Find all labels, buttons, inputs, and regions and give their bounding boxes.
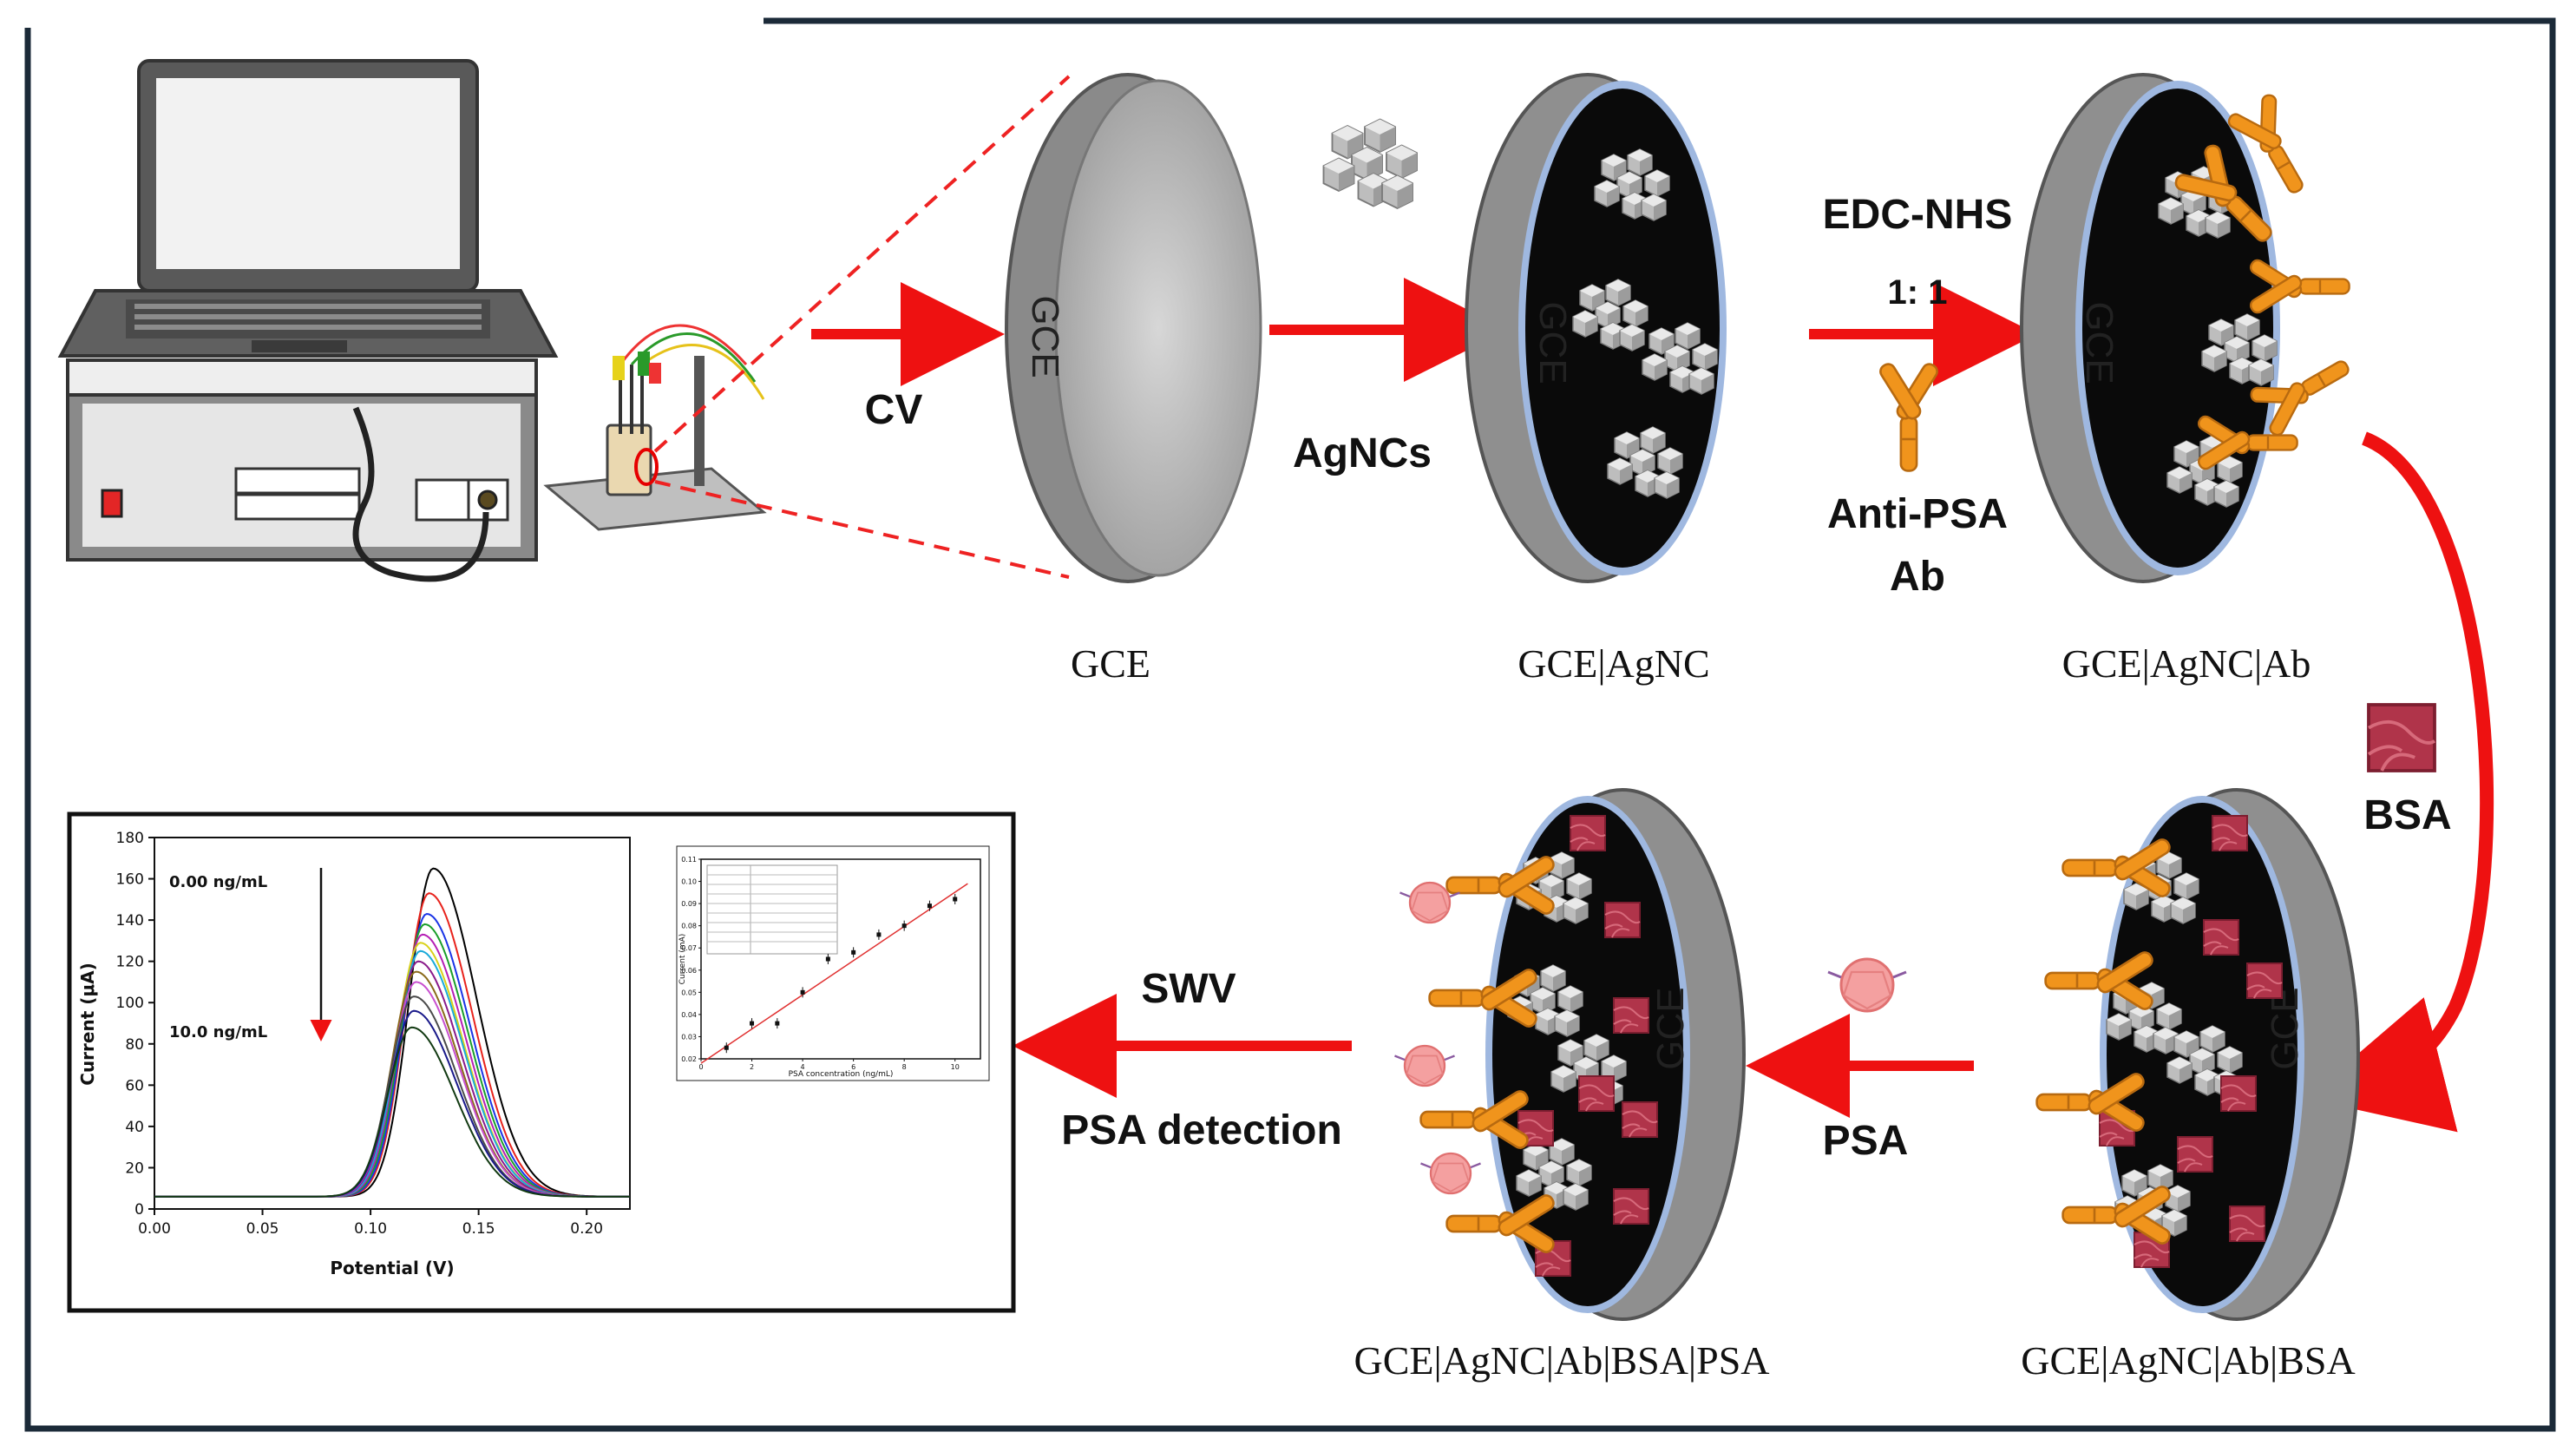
step-label-agncs: AgNCs	[1293, 430, 1432, 476]
electrode-gce-agnc-ab-bsa: GCE	[2035, 788, 2360, 1321]
caption-gce-agnc-ab-bsa: GCE|AgNC|Ab|BSA	[2021, 1338, 2355, 1383]
inset-xlabel: PSA concentration (ng/mL)	[789, 1070, 894, 1079]
main-ytick-label: 80	[125, 1036, 144, 1054]
inset-xtick-label: 0	[698, 1063, 703, 1071]
main-ytick-label: 40	[125, 1119, 144, 1136]
main-xtick-label: 0.10	[354, 1220, 387, 1238]
inset-ytick-label: 0.11	[681, 856, 697, 864]
inset-data-point-8	[901, 923, 907, 929]
inset-xtick-label: 4	[801, 1063, 805, 1071]
main-plot-area	[154, 837, 631, 1210]
main-xtick-label: 0.15	[462, 1220, 495, 1238]
zoom-line-top	[653, 75, 1071, 453]
main-ytick-label: 100	[116, 995, 144, 1012]
inset-data-point-9	[927, 903, 932, 909]
caption-gce-agnc-ab-bsa-psa: GCE|AgNC|Ab|BSA|PSA	[1354, 1338, 1769, 1383]
main-ylabel: Current (μA)	[77, 963, 98, 1085]
step-label-edc-nhs: EDC-NHS	[1823, 192, 2013, 238]
caption-gce: GCE	[1071, 641, 1150, 686]
main-ytick-label: 140	[116, 912, 144, 930]
main-ytick-label: 180	[116, 830, 144, 847]
main-ytick-label: 0	[134, 1201, 144, 1219]
electrode-face-text: GCE	[2264, 987, 2306, 1069]
inset-stats-table	[706, 864, 838, 955]
electrode-face-text: GCE	[1649, 987, 1692, 1069]
inset-ytick-label: 0.07	[681, 944, 697, 952]
inset-data-point-7	[876, 932, 882, 937]
bsa-protein-icon	[2367, 703, 2436, 772]
frame-gap	[17, 9, 764, 28]
electrode-gce: GCE	[1005, 73, 1262, 583]
antibody-y-icon	[1877, 360, 1941, 472]
main-xtick-label: 0.00	[138, 1220, 171, 1238]
electrode-face-text: GCE	[2078, 301, 2120, 384]
inset-ylabel: Current (mA)	[678, 934, 687, 985]
inset-data-point-5	[825, 956, 830, 962]
psa-antigen-icon	[1826, 957, 1908, 1013]
inset-data-point-4	[800, 989, 805, 995]
electrode-gce-agnc: GCE	[1465, 73, 1727, 583]
step-label-ratio: 1: 1	[1888, 273, 1948, 312]
inset-data-point-2	[750, 1021, 755, 1026]
inset-fit-line	[700, 883, 968, 1064]
annotation-high: 0.00 ng/mL	[169, 873, 267, 891]
swv-voltammogram-chart: 0 20 40 60 80 100 120 140 160 180 0.00 0.05 0.10 0.1…	[77, 830, 631, 1278]
inset-xtick-label: 8	[902, 1063, 907, 1071]
inset-data-point-10	[953, 897, 958, 902]
inset-data-point-1	[724, 1045, 729, 1050]
main-xtick-label: 0.20	[570, 1220, 603, 1238]
laptop-workstation-icon	[57, 59, 559, 358]
step-label-anti-psa: Anti-PSA	[1827, 491, 2008, 537]
inset-xtick-label: 10	[951, 1063, 960, 1071]
caption-gce-agnc: GCE|AgNC	[1517, 641, 1709, 686]
electrode-face-text: GCE	[1531, 301, 1574, 384]
annotation-low: 10.0 ng/mL	[169, 1023, 267, 1041]
inset-ytick-label: 0.02	[681, 1055, 697, 1063]
inset-data-point-3	[775, 1021, 780, 1026]
inset-ytick-label: 0.09	[681, 900, 697, 908]
inset-ytick-label: 0.05	[681, 989, 697, 996]
electrode-gce-agnc-ab-bsa-psa: GCE	[1393, 788, 1746, 1321]
step-label-ab: Ab	[1890, 554, 1945, 600]
outer-frame	[24, 17, 2556, 1432]
swv-curve-13	[154, 1026, 630, 1198]
inset-data-point-6	[851, 949, 856, 955]
step-label-swv: SWV	[1141, 966, 1236, 1012]
inset-ytick-label: 0.08	[681, 923, 697, 930]
electrochemical-cell-icon	[543, 324, 767, 531]
inset-ytick-label: 0.04	[681, 1011, 697, 1019]
inset-ytick-label: 0.03	[681, 1033, 697, 1041]
main-xtick-label: 0.05	[246, 1220, 279, 1238]
silver-nanocube-cluster-icon	[1324, 120, 1418, 209]
main-ytick-label: 160	[116, 871, 144, 889]
potentiostat-icon	[66, 358, 538, 562]
cable	[352, 406, 489, 582]
inset-ytick-label: 0.06	[681, 967, 697, 975]
step-label-cv: CV	[865, 387, 923, 433]
main-ytick-label: 20	[125, 1160, 144, 1177]
electrode-gce-agnc-ab: GCE	[2020, 73, 2363, 583]
inset-xtick-label: 2	[750, 1063, 754, 1071]
main-xlabel: Potential (V)	[330, 1258, 454, 1278]
inset-ytick-label: 0.10	[681, 878, 697, 886]
main-ytick-label: 120	[116, 954, 144, 971]
step-label-psa: PSA	[1823, 1118, 1909, 1164]
calibration-inset-chart: 0.02 0.03 0.04 0.05 0.06 0.07 0.08 0.09 0.10 0.11…	[676, 845, 990, 1081]
arrow-bsa-curve	[2305, 431, 2494, 1133]
electrode-face-text: GCE	[1024, 295, 1066, 378]
caption-gce-agnc-ab: GCE|AgNC|Ab	[2062, 641, 2311, 686]
inset-xtick-label: 6	[851, 1063, 855, 1071]
zoom-line-bottom	[654, 480, 1070, 579]
step-label-psa-detection: PSA detection	[1061, 1107, 1342, 1153]
step-label-bsa: BSA	[2363, 792, 2451, 838]
main-ytick-label: 60	[125, 1077, 144, 1094]
